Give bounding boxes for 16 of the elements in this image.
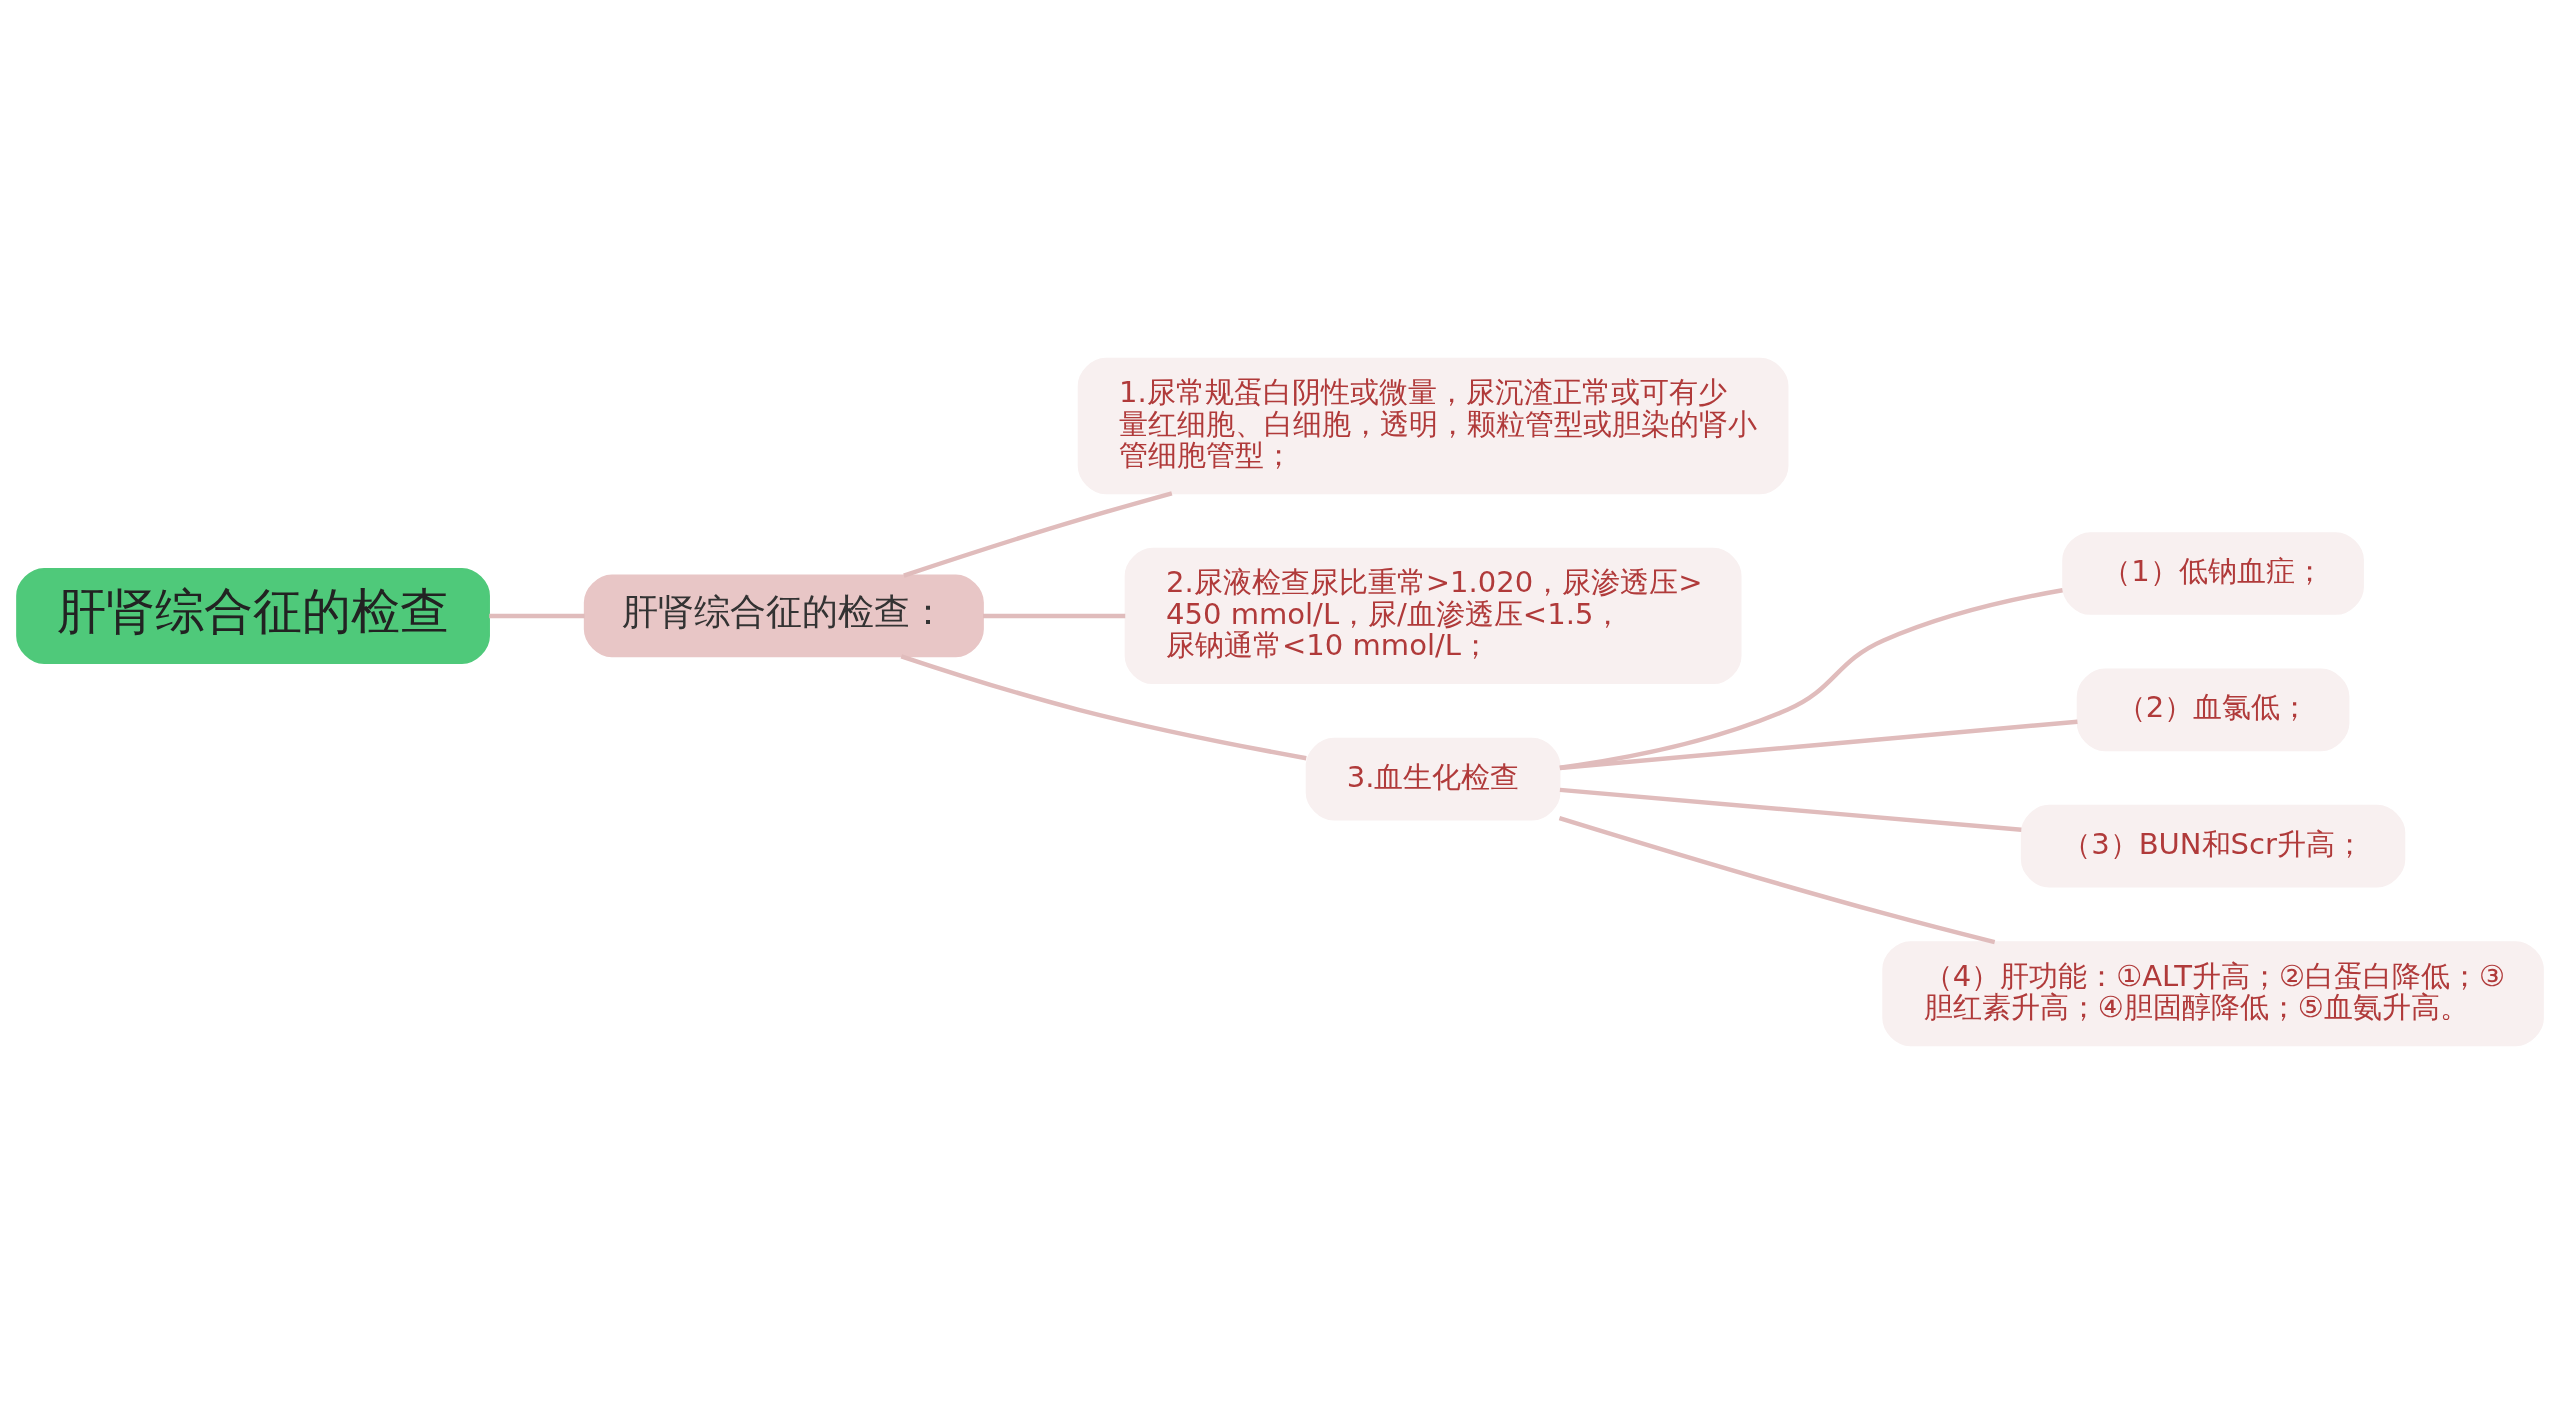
node-box: （2）血氯低； <box>2076 667 2350 751</box>
connector <box>489 613 585 618</box>
node-box: （3）BUN和Scr升高； <box>2020 804 2406 887</box>
connector <box>903 490 1173 578</box>
node-box: 肝肾综合征的检查 <box>16 567 490 664</box>
node-box: （1）低钠血症； <box>2062 531 2364 615</box>
connector <box>1559 787 2022 832</box>
connector <box>1558 815 1996 944</box>
node-box: 3.血生化检查 <box>1305 737 1561 820</box>
connector <box>983 613 1126 618</box>
connector <box>900 653 1307 760</box>
node-box: 1.尿常规蛋白阴性或微量，尿沉渣正常或可有少量红细胞、白细胞，透明，颗粒管型或胆染的肾小管细胞管型； <box>1077 357 1789 494</box>
connector <box>1559 719 2078 770</box>
node-box: 肝肾综合征的检查： <box>583 574 984 657</box>
node-box: 2.尿液检查尿比重常>1.020，尿渗透压>450 mmol/L，尿/血渗透压<1.5，尿钠通常<10 mmol/L； <box>1124 547 1742 684</box>
node-box: （4）肝功能：①ALT升高；②白蛋白降低；③胆红素升高；④胆固醇降低；⑤血氨升高。 <box>1882 940 2544 1046</box>
